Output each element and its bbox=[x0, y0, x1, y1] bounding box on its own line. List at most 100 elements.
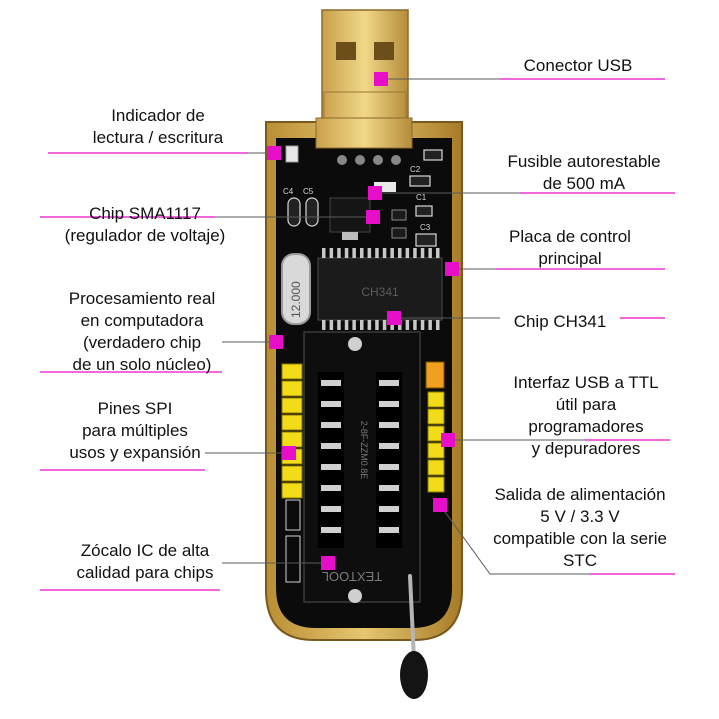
chip-pin bbox=[344, 248, 349, 258]
chip-pin bbox=[322, 248, 326, 258]
zif-contact bbox=[321, 401, 341, 407]
chip-pin bbox=[360, 320, 364, 330]
chip-pin bbox=[405, 320, 410, 330]
crystal-oscillator: 12.000 bbox=[281, 253, 311, 325]
zif-contact bbox=[321, 485, 341, 491]
spi-pin bbox=[281, 414, 303, 431]
header-pins bbox=[337, 155, 401, 165]
callout-marker bbox=[441, 433, 455, 447]
chip-pin bbox=[344, 320, 349, 330]
chip-pin bbox=[428, 248, 432, 258]
jumper bbox=[425, 361, 445, 389]
spi-pin bbox=[281, 465, 303, 482]
socket-marking: TEXTOOL bbox=[322, 569, 382, 584]
chip-pin bbox=[367, 320, 372, 330]
chip-pin bbox=[436, 248, 440, 258]
chip-pin bbox=[436, 320, 440, 330]
zif-contact bbox=[321, 506, 341, 512]
chip-pin bbox=[360, 248, 364, 258]
callout-markers bbox=[267, 72, 459, 570]
zif-contact bbox=[379, 443, 399, 449]
chip-pin bbox=[420, 248, 425, 258]
chip-pin bbox=[329, 248, 334, 258]
chip-pin bbox=[398, 248, 402, 258]
spi-pin bbox=[281, 380, 303, 397]
crystal-marking: 12.000 bbox=[289, 281, 303, 318]
led-indicator bbox=[285, 145, 299, 163]
callout-marker bbox=[374, 72, 388, 86]
label-fuse: Fusible autorestable de 500 mA bbox=[507, 152, 661, 193]
label-real-processing: Procesamiento real en computadora (verda… bbox=[68, 289, 216, 374]
spi-pin bbox=[281, 482, 303, 499]
chip-pin bbox=[352, 248, 356, 258]
zif-contact bbox=[379, 380, 399, 386]
callout-marker bbox=[387, 311, 401, 325]
chip-pin bbox=[413, 248, 417, 258]
zif-contact bbox=[379, 506, 399, 512]
chip-pin bbox=[405, 248, 410, 258]
ch341-chip: CH341 bbox=[317, 257, 443, 321]
zif-contact bbox=[379, 422, 399, 428]
cap-label-c1: C1 bbox=[416, 193, 427, 202]
zif-contact bbox=[321, 464, 341, 470]
chip-pins bbox=[322, 248, 440, 330]
cap-label-c2: C2 bbox=[410, 165, 421, 174]
chip-pin bbox=[352, 320, 356, 330]
ttl-pin bbox=[427, 476, 445, 493]
silkscreen-marks bbox=[285, 499, 301, 583]
zif-socket: TEXTOOL 2-8F-ZZM0.8E bbox=[303, 331, 421, 603]
chip-pin bbox=[367, 248, 372, 258]
socket-model: 2-8F-ZZM0.8E bbox=[359, 421, 369, 480]
label-ch341: Chip CH341 bbox=[513, 312, 607, 331]
chip-pin bbox=[375, 248, 379, 258]
chip-pin bbox=[382, 320, 387, 330]
chip-pin bbox=[420, 320, 425, 330]
cap-label-c5: C5 bbox=[303, 187, 314, 196]
callout-marker bbox=[321, 556, 335, 570]
chip-pin bbox=[428, 320, 432, 330]
zif-contact bbox=[379, 485, 399, 491]
label-rw-indicator: Indicador de lectura / escritura bbox=[92, 106, 224, 147]
chip-pin bbox=[375, 320, 379, 330]
ttl-pin bbox=[427, 408, 445, 425]
capacitors bbox=[287, 149, 443, 247]
label-power-out: Salida de alimentación 5 V / 3.3 V compa… bbox=[493, 485, 667, 570]
chip-pin bbox=[329, 320, 334, 330]
callout-marker bbox=[433, 498, 447, 512]
chip-pin bbox=[413, 320, 417, 330]
callout-marker bbox=[269, 335, 283, 349]
cap-label-c4: C4 bbox=[283, 187, 294, 196]
chip-pin bbox=[390, 248, 394, 258]
cap-label-c3: C3 bbox=[420, 223, 431, 232]
ttl-pin bbox=[427, 442, 445, 459]
transistors bbox=[391, 209, 407, 239]
chip-marking: CH341 bbox=[361, 285, 399, 299]
label-spi-pins: Pines SPI para múltiples usos y expansió… bbox=[69, 399, 201, 462]
chip-pin bbox=[382, 248, 387, 258]
spi-pin bbox=[281, 397, 303, 414]
zif-contact bbox=[379, 527, 399, 533]
label-control-board: Placa de control principal bbox=[509, 227, 631, 268]
usb-shield bbox=[315, 117, 413, 149]
zif-contact bbox=[321, 380, 341, 386]
chip-pin bbox=[322, 320, 326, 330]
zif-contact bbox=[321, 422, 341, 428]
label-usb-connector: Conector USB bbox=[523, 56, 633, 75]
leader-lines bbox=[40, 78, 675, 591]
callout-marker bbox=[282, 446, 296, 460]
chip-pin bbox=[337, 320, 341, 330]
callout-marker bbox=[267, 146, 281, 160]
zif-contact bbox=[321, 443, 341, 449]
spi-pin bbox=[281, 431, 303, 448]
zif-contact bbox=[321, 527, 341, 533]
ttl-pin bbox=[427, 391, 445, 408]
spi-pin bbox=[281, 363, 303, 380]
zif-contacts bbox=[321, 380, 399, 533]
callout-marker bbox=[445, 262, 459, 276]
zif-contact bbox=[379, 464, 399, 470]
callout-marker bbox=[366, 210, 380, 224]
zif-lever bbox=[400, 574, 428, 699]
label-ic-socket: Zócalo IC de alta calidad para chips bbox=[76, 541, 214, 582]
chip-pin bbox=[337, 248, 341, 258]
